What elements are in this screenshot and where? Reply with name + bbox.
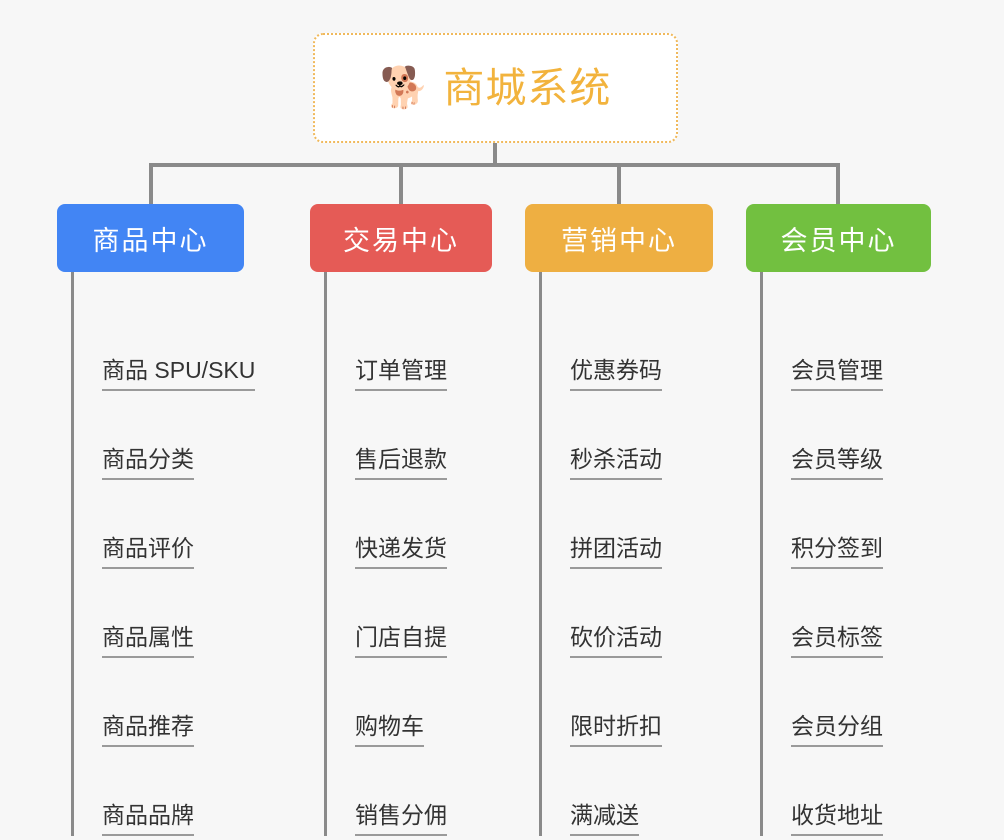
leaf-label: 优惠券码	[570, 356, 662, 391]
list-item[interactable]: 商品品牌	[74, 747, 244, 836]
leaf-label: 商品 SPU/SKU	[102, 356, 256, 391]
leaf-label: 会员管理	[791, 356, 883, 391]
list-item[interactable]: 购物车	[327, 658, 492, 747]
connector-trunk-stub-2	[324, 272, 327, 302]
leaf-label: 会员等级	[791, 445, 883, 480]
category-header-product[interactable]: 商品中心	[57, 204, 244, 272]
shiba-dog-face-icon: 🐕	[379, 65, 430, 111]
category-header-label: 商品中心	[92, 225, 209, 256]
branch-column-product: 商品中心 商品 SPU/SKU 商品分类 商品评价 商品属性 商品推荐 商品品牌	[57, 204, 256, 836]
connector-trunk-stub-4	[760, 272, 763, 302]
leaf-label: 商品属性	[102, 623, 194, 658]
list-item[interactable]: 积分签到	[763, 480, 931, 569]
list-item[interactable]: 商品属性	[74, 569, 244, 658]
leaf-label: 订单管理	[355, 356, 447, 391]
leaf-label: 购物车	[355, 712, 424, 747]
list-item[interactable]: 限时折扣	[542, 658, 713, 747]
category-header-label: 会员中心	[780, 225, 897, 256]
connector-root-stem	[493, 143, 497, 165]
connector-trunk-stub-1	[71, 272, 74, 302]
leaf-label: 秒杀活动	[570, 445, 662, 480]
category-header-label: 交易中心	[343, 225, 459, 256]
leaf-label: 售后退款	[355, 445, 447, 480]
connector-trunk-stub-3	[539, 272, 542, 302]
leaf-label: 快递发货	[355, 534, 447, 569]
list-item[interactable]: 商品分类	[74, 391, 244, 480]
category-header-marketing[interactable]: 营销中心	[525, 204, 713, 272]
connector-drop-3	[617, 163, 621, 204]
category-header-label: 营销中心	[561, 225, 677, 256]
connector-horizontal-bus	[149, 163, 840, 167]
leaf-label: 满减送	[570, 801, 639, 836]
list-item[interactable]: 满减送	[542, 747, 713, 836]
list-item[interactable]: 会员管理	[763, 302, 931, 391]
connector-drop-1	[149, 163, 153, 204]
list-item[interactable]: 收货地址	[763, 747, 931, 836]
list-item[interactable]: 商品评价	[74, 480, 244, 569]
leaf-list-member: 会员管理 会员等级 积分签到 会员标签 会员分组 收货地址	[760, 302, 931, 836]
branch-column-member: 会员中心 会员管理 会员等级 积分签到 会员标签 会员分组 收货地址	[746, 204, 931, 836]
list-item[interactable]: 售后退款	[327, 391, 492, 480]
leaf-label: 商品品牌	[102, 801, 194, 836]
list-item[interactable]: 秒杀活动	[542, 391, 713, 480]
list-item[interactable]: 会员标签	[763, 569, 931, 658]
list-item[interactable]: 订单管理	[327, 302, 492, 391]
category-header-member[interactable]: 会员中心	[746, 204, 931, 272]
list-item[interactable]: 优惠券码	[542, 302, 713, 391]
leaf-label: 会员标签	[791, 623, 883, 658]
leaf-label: 积分签到	[791, 534, 883, 569]
leaf-label: 砍价活动	[570, 623, 662, 658]
list-item[interactable]: 快递发货	[327, 480, 492, 569]
root-title: 商城系统	[443, 64, 612, 111]
category-header-trade[interactable]: 交易中心	[310, 204, 492, 272]
branch-column-marketing: 营销中心 优惠券码 秒杀活动 拼团活动 砍价活动 限时折扣 满减送	[525, 204, 713, 836]
list-item[interactable]: 会员分组	[763, 658, 931, 747]
list-item[interactable]: 砍价活动	[542, 569, 713, 658]
leaf-list-trade: 订单管理 售后退款 快递发货 门店自提 购物车 销售分佣	[324, 302, 492, 836]
root-node[interactable]: 🐕 商城系统	[313, 33, 678, 143]
list-item[interactable]: 销售分佣	[327, 747, 492, 836]
leaf-label: 拼团活动	[570, 534, 662, 569]
leaf-label: 商品评价	[102, 534, 194, 569]
leaf-list-product: 商品 SPU/SKU 商品分类 商品评价 商品属性 商品推荐 商品品牌	[71, 302, 256, 836]
branch-column-trade: 交易中心 订单管理 售后退款 快递发货 门店自提 购物车 销售分佣	[310, 204, 492, 836]
leaf-label: 限时折扣	[570, 712, 662, 747]
leaf-list-marketing: 优惠券码 秒杀活动 拼团活动 砍价活动 限时折扣 满减送	[539, 302, 713, 836]
list-item[interactable]: 会员等级	[763, 391, 931, 480]
connector-drop-2	[399, 163, 403, 204]
leaf-label: 销售分佣	[355, 801, 447, 836]
list-item[interactable]: 商品 SPU/SKU	[74, 302, 256, 391]
connector-drop-4	[836, 163, 840, 204]
list-item[interactable]: 商品推荐	[74, 658, 244, 747]
list-item[interactable]: 拼团活动	[542, 480, 713, 569]
leaf-label: 收货地址	[791, 801, 883, 836]
leaf-label: 商品推荐	[102, 712, 194, 747]
leaf-label: 门店自提	[355, 623, 447, 658]
leaf-label: 会员分组	[791, 712, 883, 747]
leaf-label: 商品分类	[102, 445, 194, 480]
list-item[interactable]: 门店自提	[327, 569, 492, 658]
